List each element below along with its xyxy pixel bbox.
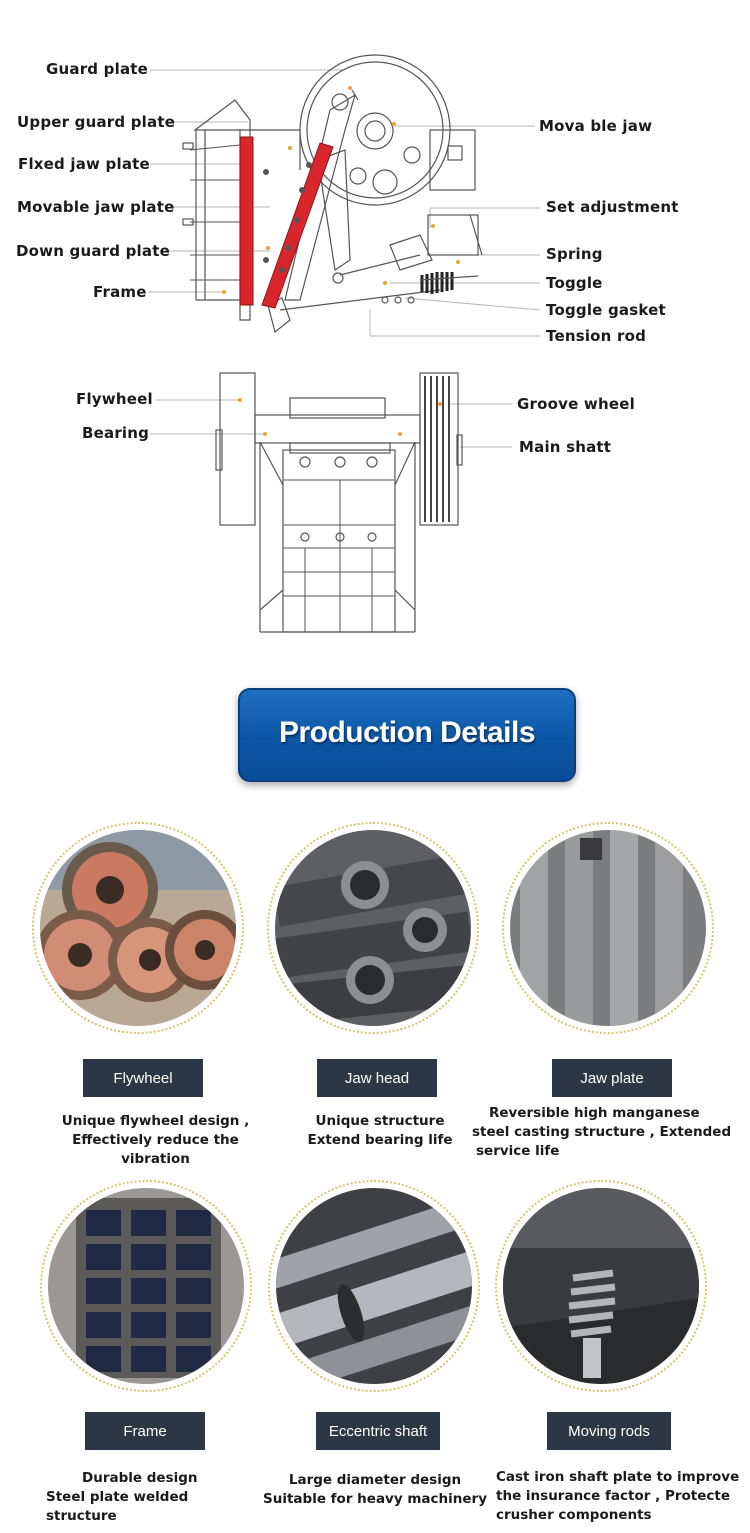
banner-title: Production Details (278, 716, 536, 749)
label-main-shaft: Main shatt (519, 438, 612, 456)
tag-jaw-plate: Jaw plate (552, 1059, 672, 1097)
label-tension-rod: Tension rod (546, 327, 647, 345)
flywheel-photo (32, 822, 244, 1034)
label-frame: Frame (93, 283, 147, 301)
caption-frame: Durable design Steel plate welded struct… (46, 1470, 198, 1524)
jaw-crusher-diagram: Guard plate Upper guard plate Flxed jaw … (0, 0, 750, 660)
frame-photo (40, 1180, 252, 1392)
label-flywheel: Flywheel (76, 390, 153, 408)
label-bearing: Bearing (82, 424, 150, 442)
tag-moving-rods: Moving rods (547, 1412, 671, 1450)
label-toggle-gasket: Toggle gasket (546, 301, 666, 319)
label-fixed-jaw-plate: Flxed jaw plate (18, 155, 150, 173)
moving-rods-photo (495, 1180, 707, 1392)
tag-flywheel: Flywheel (83, 1059, 203, 1097)
caption-jaw-head: Unique structure Extend bearing life (307, 1113, 453, 1148)
label-set-adjustment: Set adjustment (546, 198, 679, 216)
eccentric-shaft-photo (268, 1180, 480, 1392)
jaw-head-photo (267, 822, 479, 1034)
caption-flywheel: Unique flywheel design , Effectively red… (61, 1113, 250, 1167)
production-details-banner: Production Details (238, 688, 576, 782)
tag-frame: Frame (85, 1412, 205, 1450)
jaw-plate-photo (502, 822, 714, 1034)
label-down-guard-plate: Down guard plate (16, 242, 170, 260)
tag-eccentric-shaft: Eccentric shaft (316, 1412, 440, 1450)
jaw-crusher-drawing (148, 54, 541, 633)
label-movable-jaw: Mova ble jaw (539, 117, 653, 135)
caption-eccentric-shaft: Large diameter design Suitable for heavy… (263, 1472, 487, 1507)
label-upper-guard-plate: Upper guard plate (17, 113, 176, 131)
label-spring: Spring (546, 245, 603, 263)
label-guard-plate: Guard plate (46, 60, 149, 78)
caption-jaw-plate: Reversible high manganese steel casting … (472, 1105, 732, 1159)
label-toggle: Toggle (546, 274, 603, 292)
caption-moving-rods: Cast iron shaft plate to improve the ins… (496, 1469, 740, 1523)
tag-jaw-head: Jaw head (317, 1059, 437, 1097)
label-groove-wheel: Groove wheel (517, 395, 635, 413)
label-movable-jaw-plate: Movable jaw plate (17, 198, 175, 216)
